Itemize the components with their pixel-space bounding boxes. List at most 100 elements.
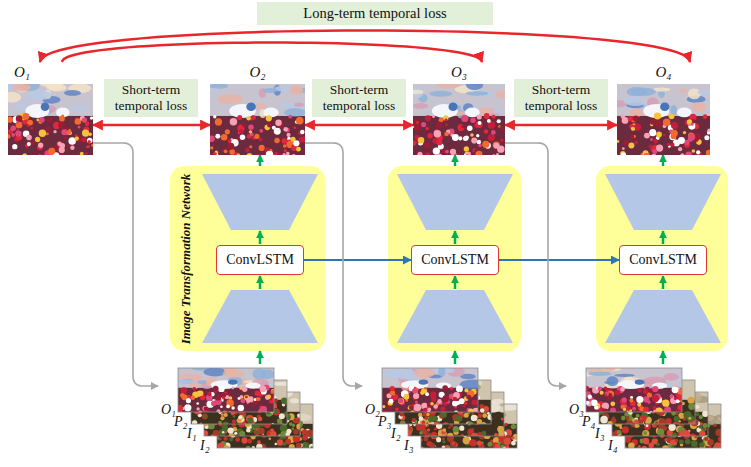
transformation-network-panel: ConvLSTM — [388, 166, 521, 351]
image-flower — [620, 152, 626, 155]
image-flower — [482, 141, 489, 148]
image-flower — [643, 431, 647, 435]
frame-label: O₃ — [569, 402, 584, 417]
image-flower — [480, 408, 485, 413]
frame-label: O₄ — [655, 64, 671, 80]
image-texture — [496, 91, 505, 98]
image-flower — [452, 134, 459, 141]
image-texture — [429, 91, 452, 97]
image-flower — [260, 386, 267, 393]
image-flower — [623, 140, 629, 146]
image-flower — [617, 430, 621, 434]
module-label: ConvLSTM — [629, 252, 697, 267]
image-flower — [643, 438, 650, 445]
image-flower — [53, 130, 56, 133]
image-flower — [434, 428, 437, 431]
image-flower — [297, 414, 301, 418]
image-flower — [229, 437, 233, 441]
image-flower — [259, 145, 265, 151]
image-flower — [282, 153, 285, 155]
image-flower — [511, 424, 516, 429]
loss-arrow — [305, 124, 413, 127]
image-flower — [433, 404, 438, 409]
image-flower — [437, 399, 442, 404]
image-texture — [294, 103, 304, 107]
frame-border — [382, 368, 478, 412]
image-flower — [289, 422, 293, 426]
image-flower — [249, 130, 252, 133]
image-flower — [700, 422, 703, 425]
image-flower — [482, 431, 487, 436]
image-flower — [621, 114, 626, 119]
image-flower — [442, 395, 449, 402]
module-label-holder: ConvLSTM — [226, 252, 294, 268]
image-flower — [715, 429, 722, 436]
image-texture — [12, 84, 31, 92]
image-flower — [47, 117, 53, 123]
flow-arrow — [259, 155, 262, 166]
image-flower — [266, 395, 270, 399]
image-flower — [683, 131, 686, 134]
image-ground — [8, 84, 93, 155]
image-flower — [258, 428, 265, 435]
image-flower — [678, 147, 682, 151]
image-flower — [227, 143, 234, 150]
image-flower — [463, 136, 468, 141]
image-flower — [244, 415, 247, 418]
image-flower — [478, 144, 481, 147]
image-flower — [8, 117, 13, 123]
image-flower — [82, 137, 87, 142]
decoder-trapezoid — [202, 174, 318, 230]
frame-label-holder: O₁ — [161, 402, 176, 418]
image-flower — [634, 123, 641, 130]
image-flower — [699, 415, 703, 419]
image-flower — [275, 120, 281, 126]
image-flower — [706, 150, 710, 155]
input-frame-stack: O₃P₄I₃I₄ — [566, 364, 726, 456]
image-flower — [491, 130, 496, 135]
image-flower — [427, 133, 432, 138]
image-flower — [637, 425, 640, 428]
image-subject — [41, 102, 50, 111]
image-flower — [436, 121, 443, 128]
image-flower — [617, 140, 619, 143]
image-flower — [675, 410, 682, 417]
image-flower — [252, 116, 256, 120]
image-flower — [430, 402, 434, 406]
image-flower — [450, 425, 452, 427]
output-frame: O₃ — [413, 62, 505, 155]
image-flower — [256, 425, 260, 429]
image-flower — [238, 405, 244, 411]
image-flower — [671, 122, 678, 129]
image-flower — [680, 153, 684, 155]
image-texture — [286, 103, 292, 107]
image-flower — [412, 418, 416, 422]
image-flower — [430, 423, 434, 427]
image-flower — [398, 398, 404, 404]
image-texture — [606, 376, 618, 386]
image-texture — [210, 84, 228, 89]
image-flower — [223, 436, 227, 440]
image-flower — [249, 145, 252, 148]
image-flower — [487, 119, 491, 123]
feedback-arrow — [505, 143, 566, 386]
image-flower — [647, 400, 651, 404]
image-flower — [216, 409, 220, 413]
image-flower — [247, 417, 253, 423]
image-flower — [637, 403, 641, 407]
image-flower — [437, 153, 442, 155]
image-flower — [442, 437, 445, 440]
output-frame-image — [617, 84, 710, 155]
image-flower — [602, 408, 608, 414]
image-flower — [492, 115, 496, 119]
image-flower — [11, 133, 15, 137]
image-flower — [10, 125, 16, 131]
image-flower — [279, 413, 285, 419]
image-flower — [239, 129, 244, 134]
image-flower — [448, 426, 450, 428]
image-flower — [704, 437, 708, 441]
image-flower — [634, 419, 639, 424]
image-flower — [210, 146, 213, 149]
image-flower — [440, 406, 445, 411]
image-flower — [501, 418, 504, 421]
